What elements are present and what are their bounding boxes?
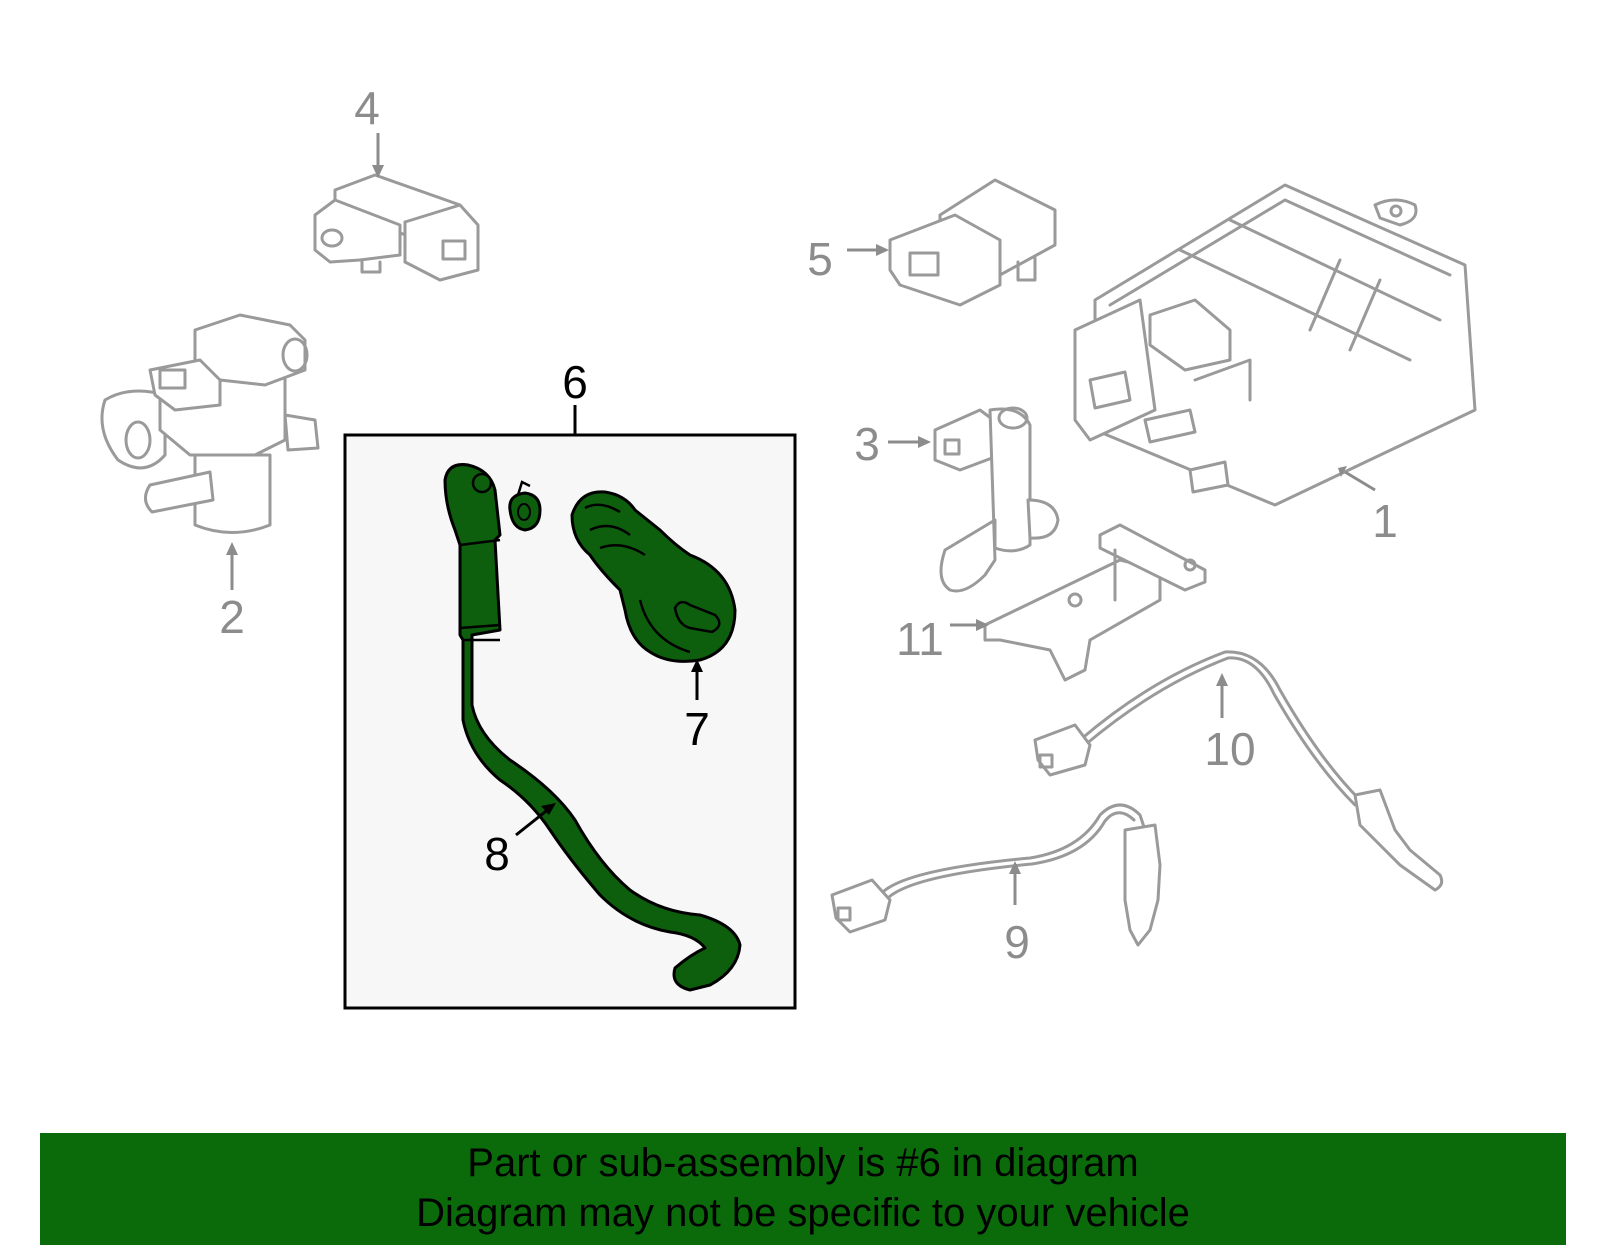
callout-11-arrowhead — [976, 619, 989, 631]
part-8-hose[interactable] — [443, 463, 742, 992]
callout-1-arrowhead — [1338, 466, 1347, 477]
callout-8-arrowhead — [541, 803, 556, 815]
part-5-sensor[interactable] — [888, 178, 1057, 307]
part-11-bracket[interactable] — [983, 523, 1207, 682]
callout-7-arrowhead — [691, 659, 703, 672]
callout-8-arrow — [515, 806, 551, 837]
part-9-o2-sensor[interactable] — [830, 803, 1162, 947]
callout-1: 1 — [1372, 495, 1398, 547]
footer-line-1: Part or sub-assembly is #6 in diagram — [467, 1141, 1139, 1185]
callout-3: 3 — [854, 418, 880, 470]
callout-9-arrowhead — [1009, 861, 1021, 874]
part-10-o2-sensor[interactable] — [1033, 650, 1444, 892]
callout-10: 10 — [1204, 723, 1255, 775]
part-3-sensor[interactable] — [933, 406, 1060, 593]
callout-4: 4 — [354, 82, 380, 134]
part-7-valve[interactable] — [570, 490, 737, 663]
footer-line-2: Diagram may not be specific to your vehi… — [416, 1191, 1190, 1235]
callout-11: 11 — [896, 613, 944, 665]
callout-4-arrowhead — [372, 165, 384, 178]
part-6-clamp[interactable] — [508, 480, 542, 532]
callout-7: 7 — [684, 703, 710, 755]
part-6-inset-box[interactable] — [343, 433, 797, 1010]
callout-2-arrowhead — [226, 542, 238, 555]
part-2-valve[interactable] — [100, 313, 320, 534]
callout-1-arrow — [1344, 470, 1376, 492]
part-1-canister[interactable] — [1073, 183, 1477, 507]
callout-10-arrowhead — [1216, 673, 1228, 686]
part-4-sensor[interactable] — [313, 173, 480, 282]
footer-banner: Part or sub-assembly is #6 in diagram Di… — [40, 1133, 1566, 1245]
callout-2: 2 — [219, 591, 245, 643]
callout-9: 9 — [1004, 916, 1030, 968]
callout-5: 5 — [807, 233, 833, 285]
callout-6: 6 — [562, 356, 588, 408]
callout-3-arrowhead — [918, 436, 931, 448]
callout-8: 8 — [484, 828, 510, 880]
callout-5-arrowhead — [876, 244, 889, 256]
